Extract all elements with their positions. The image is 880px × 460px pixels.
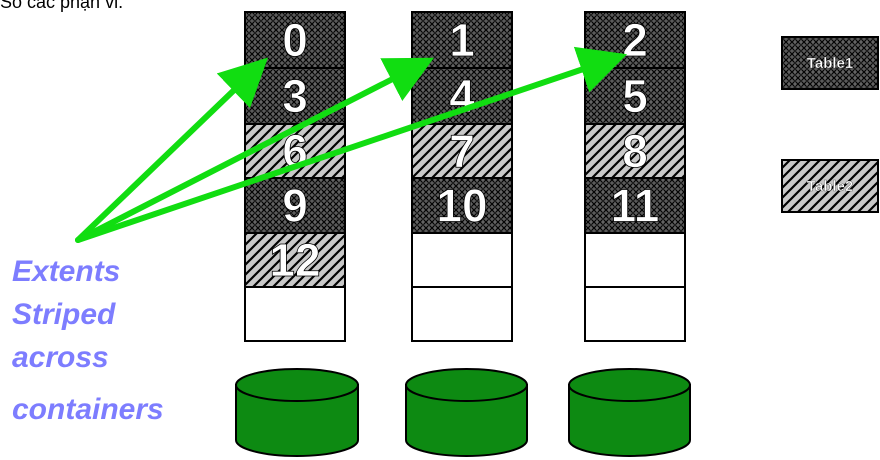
extent-cell: [244, 286, 346, 342]
disk-icon: [568, 368, 691, 457]
legend-item-table2: Table2: [781, 159, 879, 213]
extent-number: 1: [449, 14, 475, 66]
extent-cell: [244, 232, 346, 288]
legend-label: Table2: [807, 178, 853, 195]
extent-cell: [584, 232, 686, 288]
stripe-arrow: [75, 57, 268, 243]
extent-cell: [411, 286, 513, 342]
extent-number: 5: [622, 70, 648, 122]
extent-number: 2: [622, 14, 648, 66]
extent-number: 0: [282, 14, 308, 66]
extent-cell: [411, 232, 513, 288]
legend-label: Table1: [807, 55, 853, 72]
side-label-line: across: [12, 341, 109, 374]
side-label-line: Striped: [12, 298, 116, 331]
legend-item-table1: Table1: [781, 36, 879, 90]
disks: [235, 368, 691, 457]
disk-icon: [405, 368, 528, 457]
extent-number: 8: [622, 125, 648, 177]
header-fragment: Số các phận vi.: [0, 0, 124, 12]
extent-number: 12: [269, 234, 320, 286]
disk-icon: [235, 368, 359, 457]
extent-number: 3: [282, 70, 308, 122]
extent-cell: [584, 177, 686, 234]
extent-cell: [411, 177, 513, 234]
extent-cell: [244, 177, 346, 234]
extent-number: 10: [436, 180, 487, 232]
extent-number: 9: [282, 180, 308, 232]
side-label-line: containers: [12, 393, 164, 426]
stripe-arrows: [75, 46, 628, 243]
extent-number: 11: [611, 180, 660, 232]
extent-cell: [411, 123, 513, 179]
stripe-arrow: [75, 46, 628, 243]
stripe-arrow: [75, 57, 435, 243]
extent-cell: [584, 123, 686, 179]
extent-number: 7: [449, 125, 475, 177]
legend-swatch: [781, 159, 879, 213]
side-label-line: Extents: [12, 255, 120, 288]
extent-cell: [584, 286, 686, 342]
legend-swatch: [781, 36, 879, 90]
